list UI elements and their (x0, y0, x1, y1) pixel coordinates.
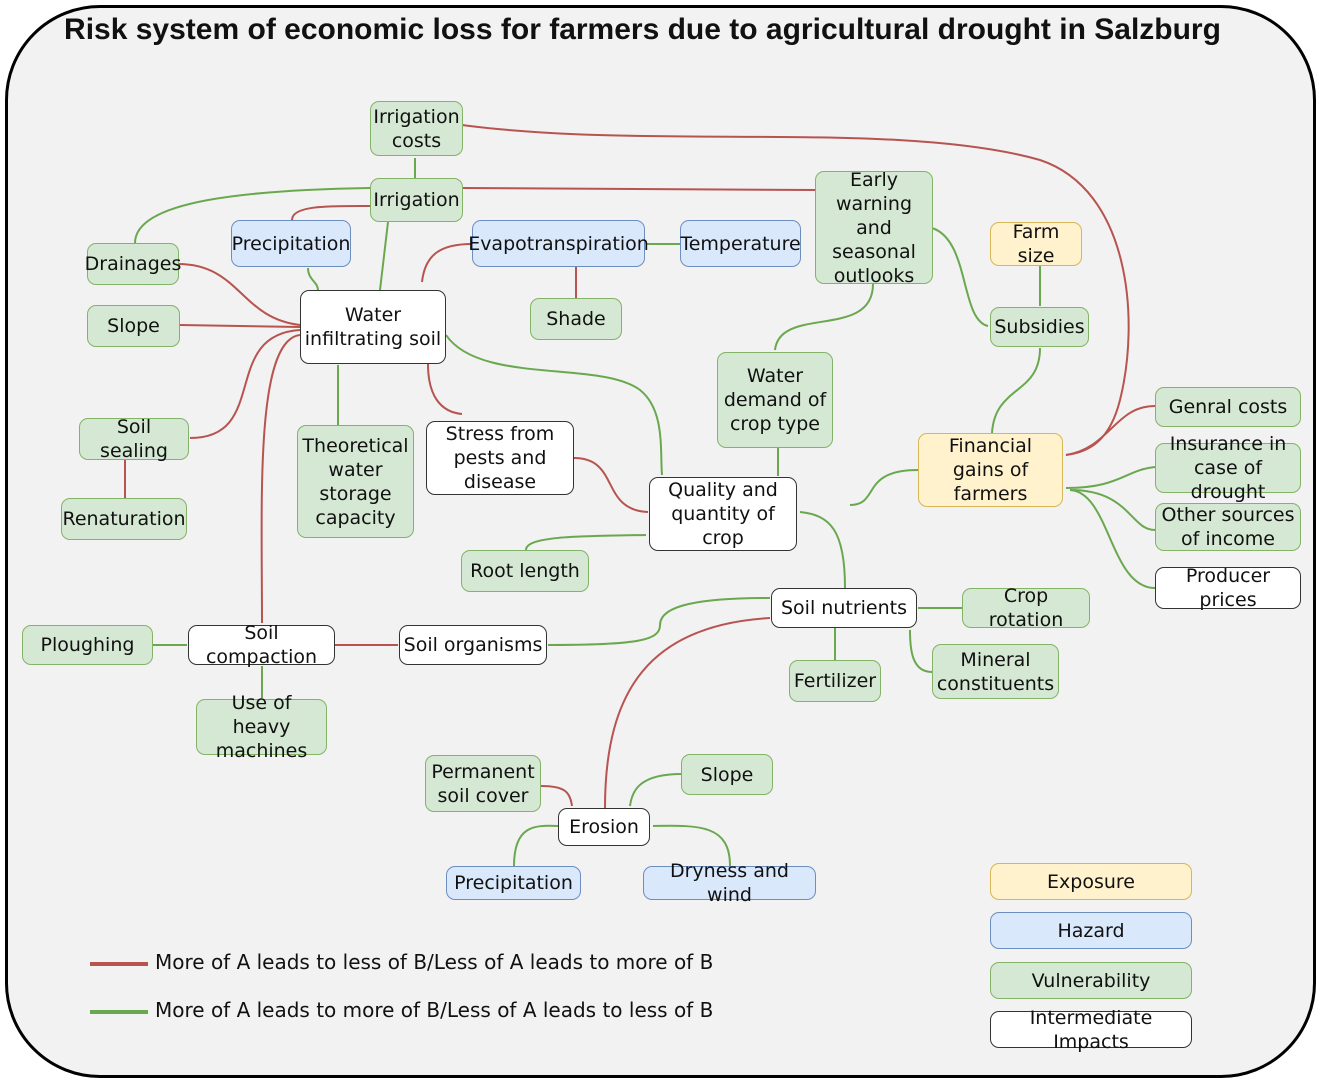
edge-precipitation-to-water-infiltrating (307, 267, 319, 291)
edge-water-infiltrating-to-stress (427, 363, 463, 415)
node-heavy-machines: Use of heavy machines (196, 692, 327, 762)
node-root-length: Root length (461, 550, 589, 592)
edge-genral-costs-to-financial-gains (1065, 405, 1156, 456)
node-producer-prices: Producer prices (1155, 565, 1301, 611)
edge-irrigation-costs-to-financial-gains (461, 124, 1130, 456)
node-soil-sealing: Soil sealing (79, 416, 189, 462)
node-shade: Shade (530, 298, 622, 340)
edge-drainages-to-irrigation (134, 187, 371, 244)
legend-green-arrow-label: More of A leads to more of B/Less of A l… (155, 998, 714, 1022)
edge-early-warning-to-subsidies (931, 227, 989, 327)
edge-early-warning-to-water-demand (774, 283, 874, 351)
node-financial-gains: Financial gains of farmers (918, 433, 1063, 507)
edge-stress-to-quality (573, 457, 649, 513)
node-mineral: Mineral constituents (932, 644, 1059, 699)
node-irrigation-costs: Irrigation costs (370, 101, 463, 156)
edge-insurance-to-financial-gains (1065, 466, 1156, 489)
diagram-title: Risk system of economic loss for farmers… (64, 13, 1221, 46)
node-renaturation: Renaturation (61, 498, 187, 540)
legend-intermediate: Intermediate Impacts (990, 1007, 1192, 1053)
edge-water-infiltrating-to-quality (445, 334, 663, 476)
edge-precipitation-to-irrigation (291, 204, 371, 221)
edge-evapotranspiration-to-water-infiltrating (421, 243, 473, 283)
node-dryness-wind: Dryness and wind (643, 860, 816, 906)
edge-slope-to-erosion (629, 773, 683, 807)
edge-soil-nutrients-to-quality (799, 511, 846, 589)
edge-mineral-to-soil-nutrients (909, 629, 933, 673)
edge-quality-financial-gains (849, 469, 919, 506)
node-slope-bottom: Slope (681, 754, 773, 795)
node-quality-quantity: Quality and quantity of crop (649, 477, 797, 551)
edge-soil-compaction-to-water-infiltrating (260, 334, 301, 624)
edge-permanent-cover-to-erosion (540, 785, 573, 807)
node-erosion: Erosion (558, 808, 650, 846)
node-evapotranspiration: Evapotranspiration (468, 220, 649, 267)
node-subsidies: Subsidies (990, 307, 1089, 347)
legend-hazard: Hazard (990, 912, 1192, 949)
node-temperature: Temperature (680, 220, 801, 267)
edge-soil-organisms-to-soil-nutrients (547, 597, 771, 646)
node-water-infiltrating: Water infiltrating soil (300, 290, 446, 364)
node-fertilizer: Fertilizer (789, 660, 881, 702)
edge-producer-prices-to-financial-gains (1069, 489, 1156, 589)
node-ploughing: Ploughing (22, 625, 153, 665)
node-water-demand: Water demand of crop type (717, 352, 833, 448)
edge-subsidies-to-financial-gains (991, 347, 1041, 434)
node-genral-costs: Genral costs (1155, 387, 1301, 427)
edge-precipitation-to-erosion (513, 824, 559, 867)
node-precipitation-bottom: Precipitation (446, 866, 581, 900)
node-soil-organisms: Soil organisms (399, 625, 547, 665)
legend-exposure: Exposure (990, 863, 1192, 900)
node-other-income: Other sources of income (1155, 503, 1301, 551)
edge-drainages-to-water-infiltrating (177, 263, 301, 326)
node-crop-rotation: Crop rotation (962, 585, 1090, 631)
node-precipitation-top: Precipitation (231, 220, 351, 267)
node-slope-top: Slope (87, 305, 180, 347)
edge-soil-sealing-to-water-infiltrating (189, 329, 301, 439)
edge-other-income-to-financial-gains (1069, 489, 1156, 531)
node-farm-size: Farm size (990, 221, 1082, 267)
node-irrigation: Irrigation (370, 178, 463, 222)
legend-red-arrow-label: More of A leads to less of B/Less of A l… (155, 950, 714, 974)
edge-early-warning-to-irrigation (461, 187, 816, 191)
node-early-warning: Early warning and seasonal outlooks (815, 169, 933, 287)
edge-root-length-to-quality (525, 534, 647, 551)
node-stress: Stress from pests and disease (426, 421, 574, 495)
edge-irrigation-to-water-infiltrating (379, 221, 389, 291)
edge-dryness-to-erosion (652, 824, 731, 867)
node-theoretical-water: Theoretical water storage capacity (297, 425, 414, 538)
edge-slope-to-water-infiltrating (179, 324, 301, 328)
node-soil-compaction: Soil compaction (188, 622, 335, 668)
node-soil-nutrients: Soil nutrients (771, 588, 917, 628)
node-drainages: Drainages (85, 243, 181, 285)
node-insurance: Insurance in case of drought (1155, 433, 1301, 503)
edge-erosion-to-soil-nutrients (604, 617, 771, 809)
legend-vulnerability: Vulnerability (990, 962, 1192, 999)
node-permanent-cover: Permanent soil cover (425, 755, 541, 812)
